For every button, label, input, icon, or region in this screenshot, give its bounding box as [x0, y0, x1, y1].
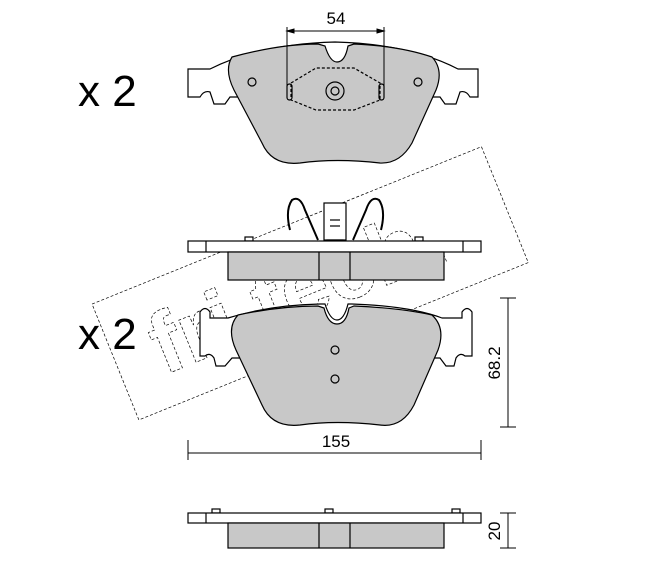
pad-front-view-bottom — [199, 303, 473, 426]
pad-front-view-top — [187, 41, 479, 164]
friction-side — [227, 251, 445, 281]
dimension-label-155: 155 — [322, 432, 350, 451]
retaining-clip — [286, 197, 385, 241]
quantity-label-top: x 2 — [78, 67, 137, 116]
dimension-68-2 — [500, 297, 516, 428]
dimension-label-54: 54 — [327, 9, 346, 28]
pad-side-view-bottom — [187, 508, 482, 549]
dimension-label-68-2: 68.2 — [485, 346, 504, 379]
friction-material — [227, 43, 440, 164]
dimension-label-20: 20 — [485, 522, 504, 541]
friction-material — [230, 305, 442, 426]
dimension-155 — [187, 440, 482, 460]
dimension-20 — [500, 512, 516, 549]
pad-side-view-top — [187, 197, 482, 281]
dimension-54 — [285, 27, 386, 92]
backing-plate-side — [187, 240, 482, 253]
quantity-label-bottom: x 2 — [78, 310, 137, 359]
center-boss — [325, 81, 345, 101]
